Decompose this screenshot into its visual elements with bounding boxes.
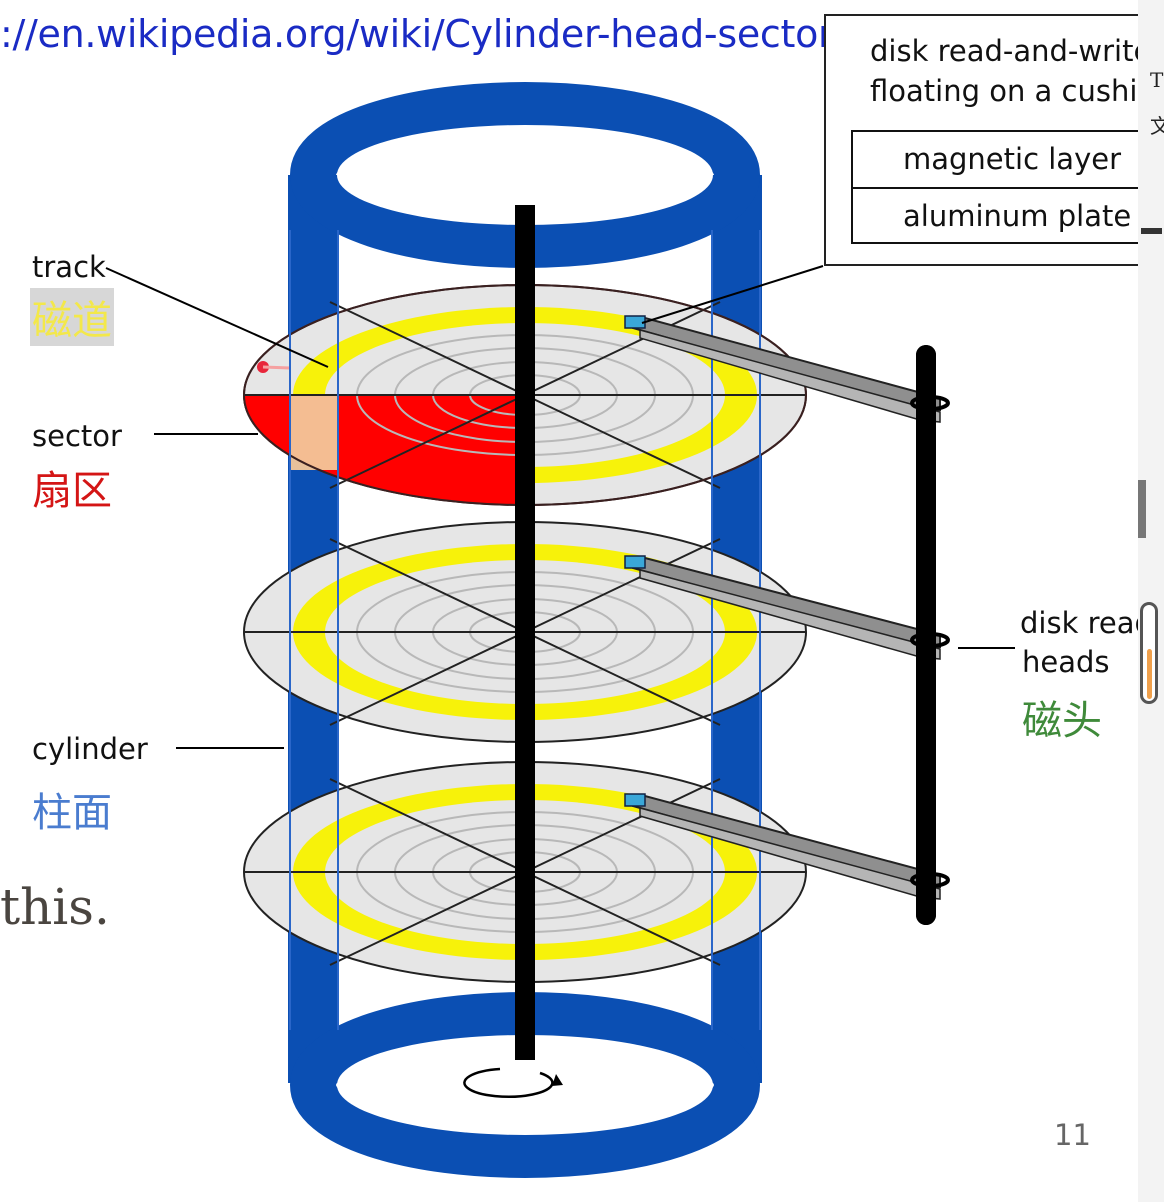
aluminum-plate-label: aluminum plate <box>903 199 1132 233</box>
heads-label-line2: heads <box>1022 645 1110 679</box>
inset-box: disk read-and-write floating on a cushio… <box>824 14 1154 266</box>
layer-diagram: magnetic layer aluminum plate <box>851 130 1152 244</box>
head-arm-1 <box>624 315 941 423</box>
scrollbar-handle[interactable] <box>1140 602 1158 704</box>
track-label-cn: 磁道 <box>30 288 114 346</box>
right-side-panel: T 文 <box>1138 0 1164 1202</box>
leader-lines <box>105 265 1015 749</box>
scrollbar-fill <box>1147 649 1152 699</box>
sector-label: sector <box>32 419 122 453</box>
rotation-arrow-icon <box>463 1067 563 1098</box>
inset-line-2: floating on a cushion <box>870 74 1154 108</box>
magnetic-layer-label: magnetic layer <box>853 132 1152 189</box>
strip-glyph-t: T <box>1150 68 1164 92</box>
cylinder-label-cn: 柱面 <box>32 790 112 836</box>
heads-label-cn: 磁头 <box>1022 698 1102 744</box>
slide-text-fragment: this. <box>0 878 110 936</box>
heads-label-clip: disk read <box>1020 606 1138 640</box>
cylinder-label: cylinder <box>32 732 148 766</box>
source-url[interactable]: ://en.wikipedia.org/wiki/Cylinder-head-s… <box>0 12 834 56</box>
track-label: track <box>32 250 106 284</box>
strip-gray-block <box>1138 480 1146 538</box>
strip-glyph-wen: 文 <box>1150 114 1164 138</box>
strip-divider <box>1141 228 1162 234</box>
head-arm-2 <box>624 555 941 660</box>
page-number: 11 <box>1054 1118 1091 1152</box>
inset-line-1: disk read-and-write <box>870 34 1152 68</box>
heads-label-line1: disk read <box>1020 606 1138 640</box>
sector-label-cn: 扇区 <box>32 468 112 514</box>
